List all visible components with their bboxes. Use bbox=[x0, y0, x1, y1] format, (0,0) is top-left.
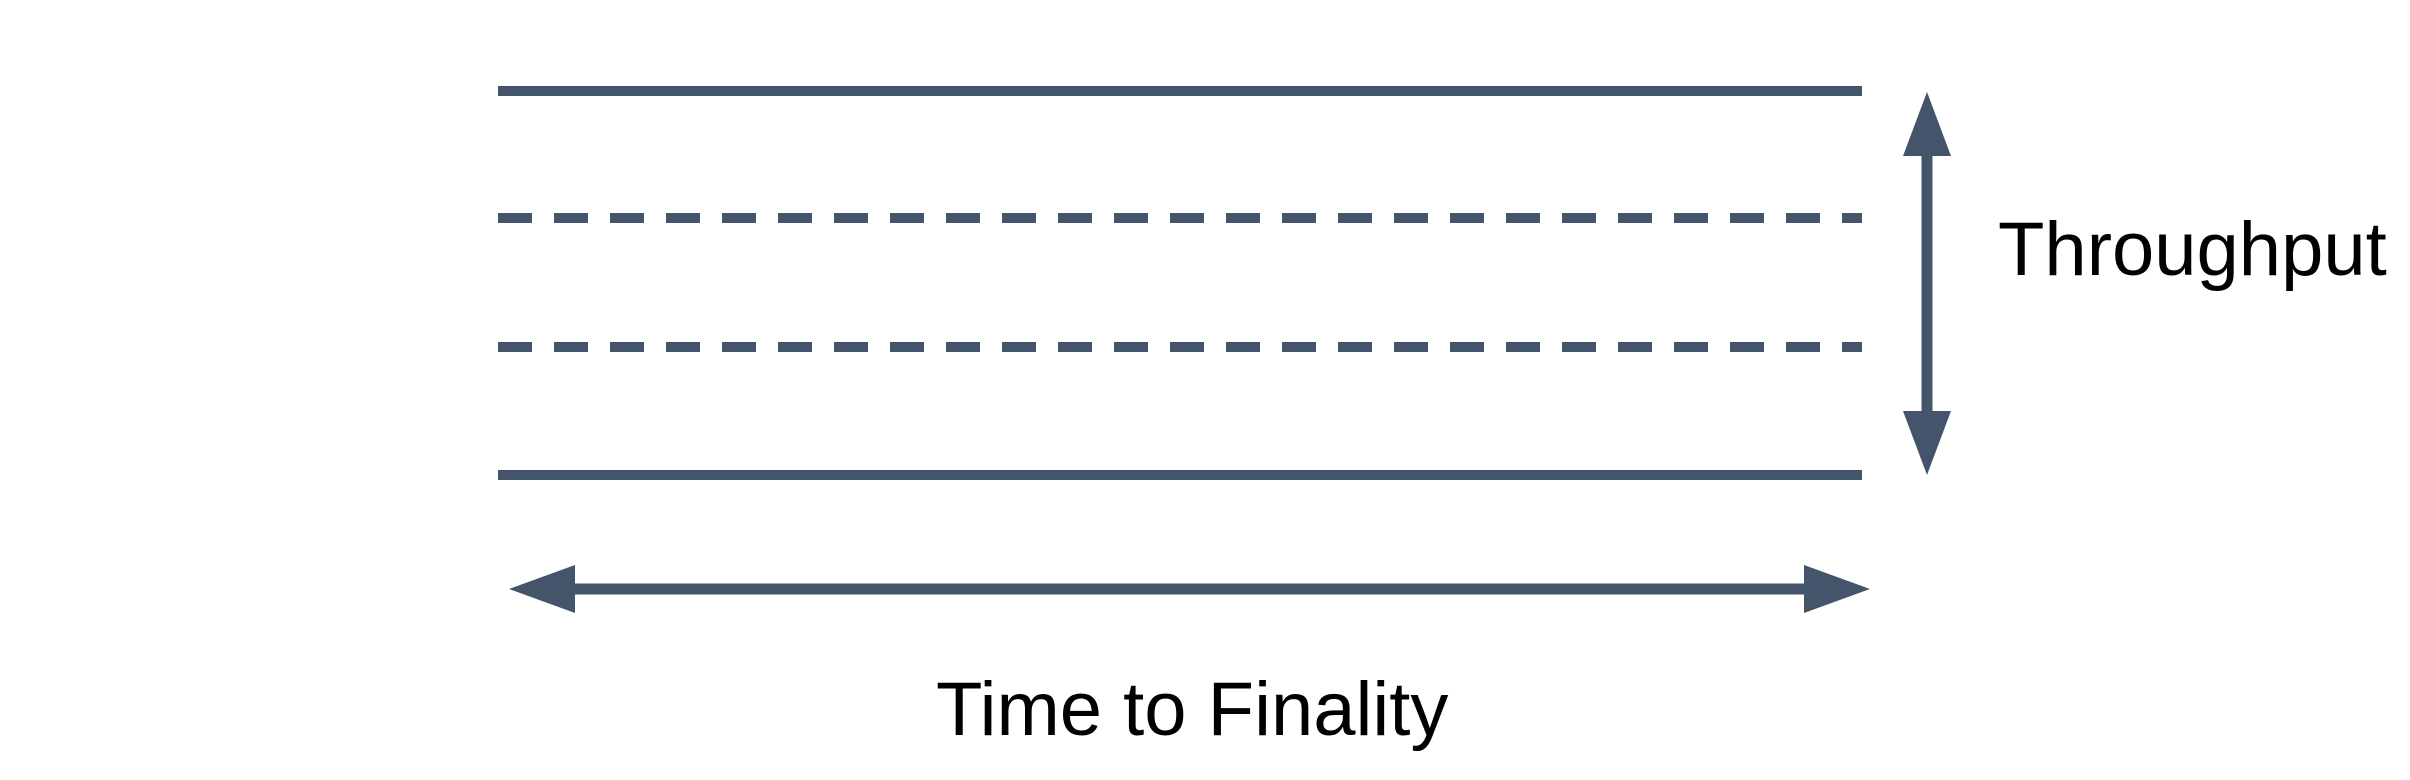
time-to-finality-arrow-head-left bbox=[509, 565, 575, 613]
time-to-finality-arrow bbox=[509, 565, 1870, 613]
throughput-arrow-head-up bbox=[1903, 92, 1951, 156]
lane-lines bbox=[498, 86, 1862, 480]
throughput-arrow bbox=[1903, 92, 1951, 475]
time-to-finality-arrow-head-right bbox=[1804, 565, 1870, 613]
throughput-arrow-head-down bbox=[1903, 411, 1951, 475]
throughput-label: Throughput bbox=[1998, 207, 2387, 292]
time-to-finality-label: Time to Finality bbox=[936, 667, 1449, 752]
